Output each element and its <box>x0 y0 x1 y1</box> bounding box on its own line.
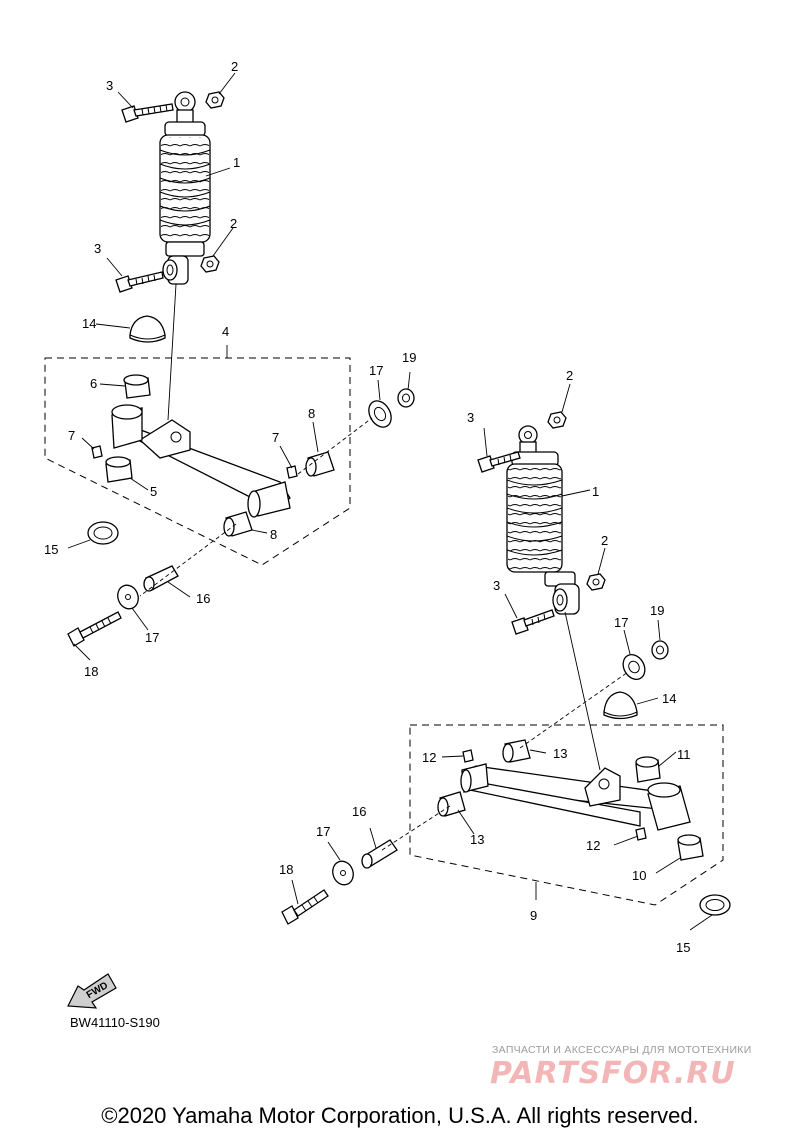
callout-15: 15 <box>676 940 690 955</box>
callout-8: 8 <box>270 527 277 542</box>
left-nut-19 <box>397 388 415 408</box>
right-bolt-18 <box>281 889 329 925</box>
callout-5: 5 <box>150 484 157 499</box>
callout-17: 17 <box>369 363 383 378</box>
callout-2: 2 <box>230 216 237 231</box>
right-grease-nipple-2 <box>635 827 647 841</box>
callout-3: 3 <box>106 78 113 93</box>
callout-13: 13 <box>553 746 567 761</box>
left-bolt-18 <box>67 611 122 647</box>
left-bump-stop <box>129 315 166 343</box>
callout-12: 12 <box>586 838 600 853</box>
callout-11: 11 <box>677 747 691 762</box>
callout-17: 17 <box>316 824 330 839</box>
callout-12: 12 <box>422 750 436 765</box>
left-seal-15 <box>87 521 119 545</box>
right-bushing-11 <box>635 756 661 783</box>
callout-3: 3 <box>94 241 101 256</box>
callout-2: 2 <box>231 59 238 74</box>
right-seal-15 <box>699 894 731 916</box>
callout-9: 9 <box>530 908 537 923</box>
left-washer-lower <box>117 584 139 610</box>
callout-19: 19 <box>650 603 664 618</box>
callout-3: 3 <box>467 410 474 425</box>
left-callouts: 3 2 1 2 3 14 4 6 7 7 8 17 19 5 15 8 16 1… <box>44 59 416 679</box>
left-collar-upper <box>305 451 335 477</box>
right-bushing-10 <box>677 834 704 861</box>
left-nut-upper <box>205 91 225 109</box>
callout-2: 2 <box>601 533 608 548</box>
callout-2: 2 <box>566 368 573 383</box>
left-grease-nipple-2 <box>286 465 298 479</box>
right-nut-upper <box>547 411 567 429</box>
right-nut-lower <box>586 573 606 591</box>
callout-4: 4 <box>222 324 229 339</box>
right-callout-leaders <box>291 383 713 931</box>
left-nut-lower <box>200 255 220 273</box>
callout-7: 7 <box>68 428 75 443</box>
callout-14: 14 <box>662 691 676 706</box>
right-collar-upper <box>502 739 531 763</box>
callout-18: 18 <box>279 862 293 877</box>
right-callouts: 2 3 1 2 3 17 19 14 11 12 13 16 17 13 12 … <box>279 368 691 955</box>
right-nut-19 <box>651 640 669 660</box>
left-bolt-upper <box>121 103 174 123</box>
callout-6: 6 <box>90 376 97 391</box>
watermark-tagline: ЗАПЧАСТИ И АКСЕССУАРЫ ДЛЯ МОТОТЕХНИКИ <box>492 1044 752 1056</box>
callout-8: 8 <box>308 406 315 421</box>
left-bushing-6 <box>123 374 151 399</box>
callout-17: 17 <box>145 630 159 645</box>
callout-1: 1 <box>592 484 599 499</box>
right-grease-nipple-1 <box>462 749 474 763</box>
callout-13: 13 <box>470 832 484 847</box>
right-washer-lower <box>332 860 354 886</box>
right-assembly <box>281 411 731 925</box>
callout-15: 15 <box>44 542 58 557</box>
right-washer-upper <box>622 654 646 680</box>
right-pivot-shaft <box>361 839 398 869</box>
left-collar-lower <box>223 511 253 537</box>
left-grease-nipple-1 <box>91 445 103 459</box>
diagram-code: BW41110-S190 <box>70 1015 160 1030</box>
callout-16: 16 <box>196 591 210 606</box>
left-bolt-lower <box>115 271 164 293</box>
right-bump-stop <box>603 691 638 720</box>
callout-18: 18 <box>84 664 98 679</box>
callout-16: 16 <box>352 804 366 819</box>
left-bushing-5 <box>105 456 133 483</box>
left-washer-upper <box>368 400 392 428</box>
left-swingarm <box>111 404 291 518</box>
fwd-arrow-icon: FWD <box>67 973 117 1009</box>
right-shock-absorber <box>506 425 580 615</box>
callout-10: 10 <box>632 868 646 883</box>
right-swingarm <box>460 763 691 831</box>
watermark-logo: PARTSFOR.RU <box>490 1056 736 1091</box>
left-pivot-shaft <box>143 565 179 592</box>
right-bolt-lower <box>511 609 555 635</box>
callout-17: 17 <box>614 615 628 630</box>
left-swingarm-boundary <box>44 357 351 566</box>
callout-1: 1 <box>233 155 240 170</box>
left-shock-absorber <box>159 91 211 285</box>
right-bolt-upper <box>477 451 521 473</box>
callout-14: 14 <box>82 316 96 331</box>
left-callout-leaders <box>67 72 411 661</box>
callout-3: 3 <box>493 578 500 593</box>
right-collar-lower <box>437 791 466 817</box>
callout-7: 7 <box>272 430 279 445</box>
callout-19: 19 <box>402 350 416 365</box>
copyright-notice: ©2020 Yamaha Motor Corporation, U.S.A. A… <box>101 1103 699 1128</box>
left-assembly <box>44 91 415 647</box>
